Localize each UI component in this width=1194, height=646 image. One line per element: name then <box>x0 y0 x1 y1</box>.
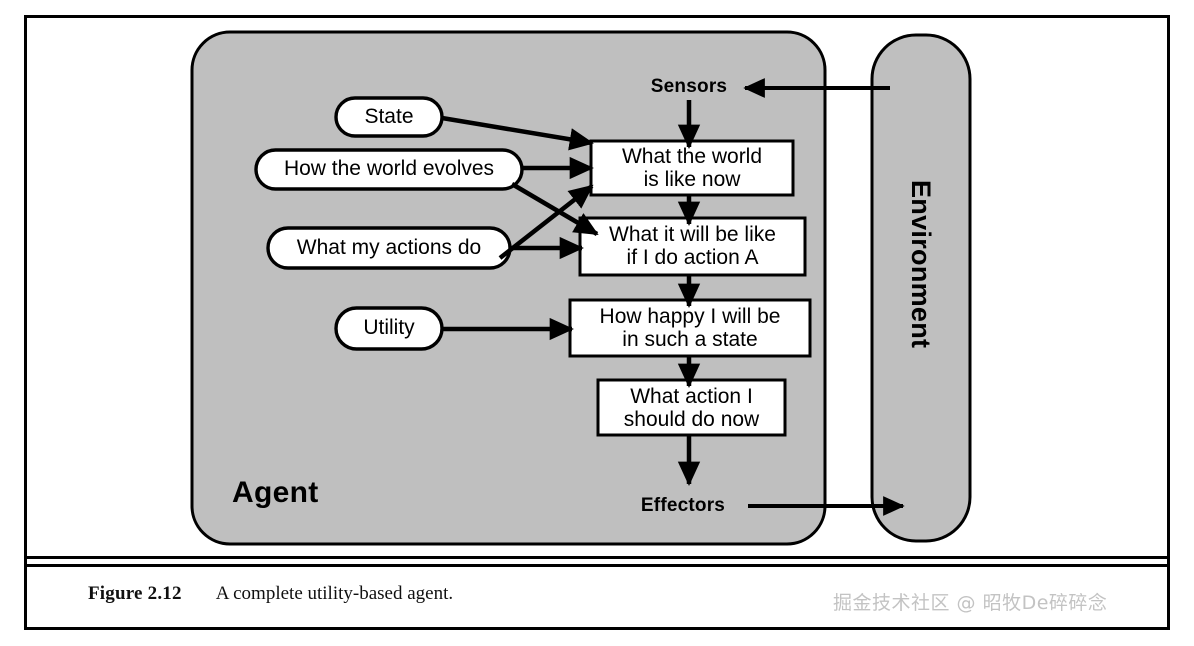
box-what-it-will-be-like-if-i-do-action-a <box>578 216 807 277</box>
box-what-action-i-should-do-now <box>596 378 787 437</box>
box-how-happy-i-will-be-in-such-a-state <box>568 298 812 358</box>
node-utility <box>334 306 444 351</box>
caption-rule-top <box>27 556 1167 559</box>
node-what-my-actions-do <box>266 226 512 270</box>
watermark: 掘金技术社区 @ 昭牧De碎碎念 <box>833 592 1108 614</box>
environment-container <box>870 33 972 543</box>
figure-caption-text: A complete utility-based agent. <box>215 583 454 604</box>
arrow-world-evolves-to-prediction <box>510 182 599 236</box>
node-state <box>334 96 444 138</box>
caption-rule-bottom <box>27 564 1167 567</box>
node-how-the-world-evolves <box>254 148 524 191</box>
box-what-the-world-is-like-now <box>589 139 795 197</box>
agent-container <box>190 30 827 546</box>
figure-number: Figure 2.12 <box>88 583 182 604</box>
arrow-state-to-world-state <box>441 115 594 151</box>
figure-caption: Figure 2.12 A complete utility-based agen… <box>88 583 453 605</box>
